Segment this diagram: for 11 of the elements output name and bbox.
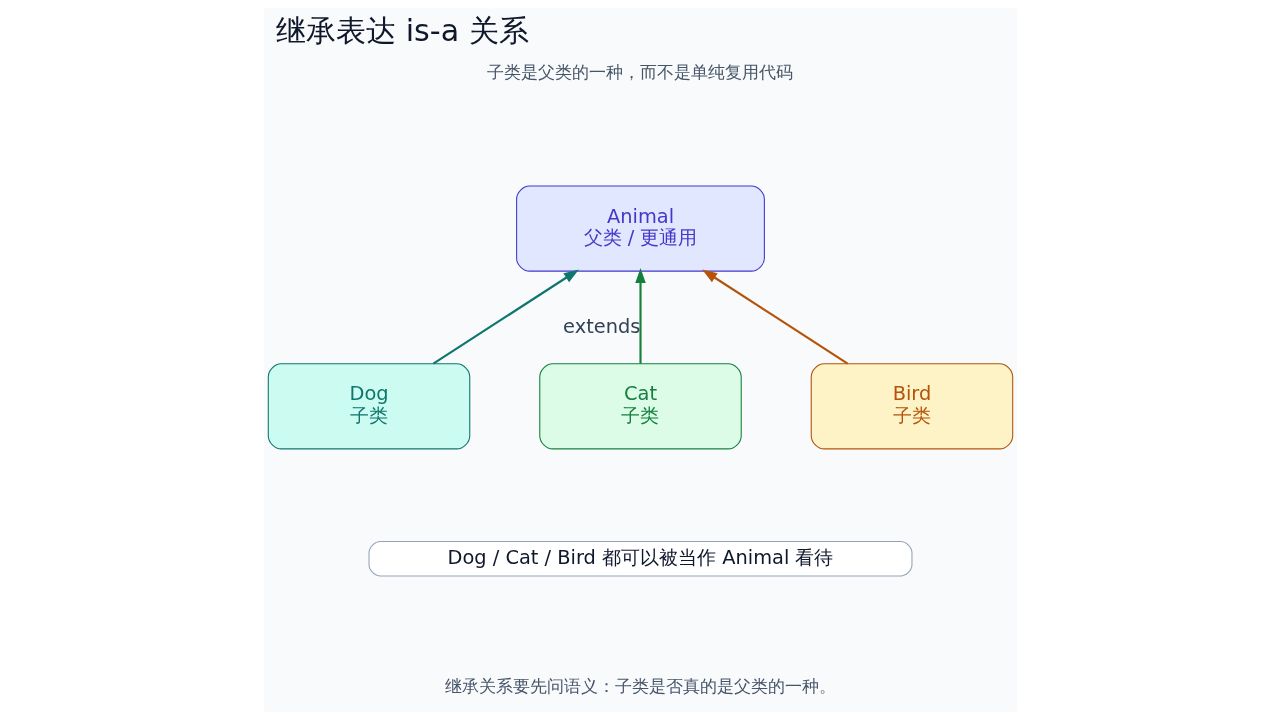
arrow	[634, 268, 646, 364]
node-box: Dog 子类	[267, 363, 470, 450]
arrow	[701, 269, 848, 365]
label: 子类是父类的一种，而不是单纯复用代码	[487, 62, 793, 83]
node-box: Animal 父类 / 更通用	[515, 185, 765, 272]
node-box: Dog / Cat / Bird 都可以被当作 Animal 看待	[368, 541, 912, 577]
arrow	[432, 269, 579, 365]
node-box: Bird 子类	[810, 363, 1013, 450]
label: 继承关系要先问语义：子类是否真的是父类的一种。	[444, 676, 836, 697]
node-box: Cat 子类	[538, 363, 742, 450]
diagram-title: 继承表达 is-a 关系	[275, 13, 529, 49]
